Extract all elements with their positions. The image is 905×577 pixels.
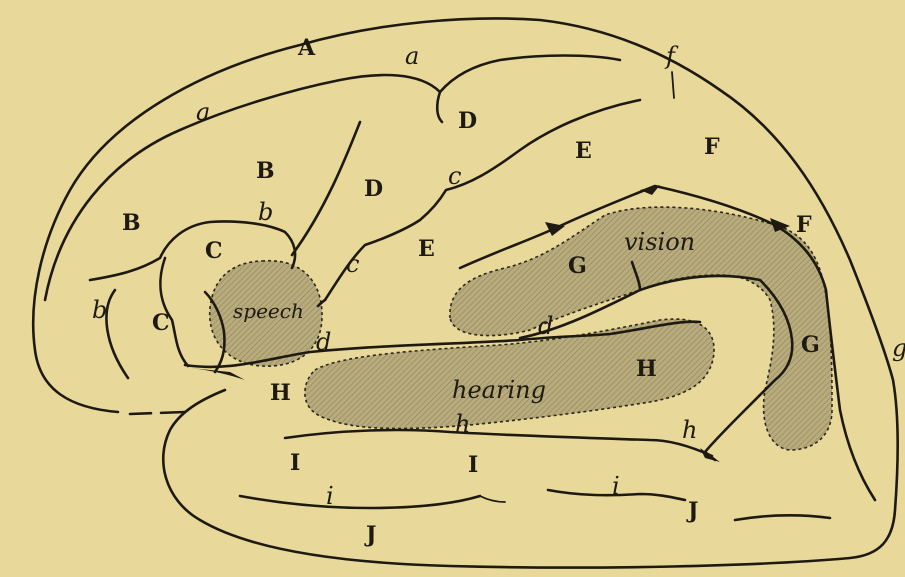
label-speech: speech [233, 299, 304, 323]
sulcus-i-right: i [612, 472, 620, 500]
label-hearing: hearing [452, 376, 546, 404]
sulcus-d-left: d [316, 328, 331, 356]
region-F-upper: F [704, 134, 720, 160]
region-I-mid: I [468, 452, 478, 478]
sulcus-d-upper: d [538, 312, 553, 340]
sulcus-b-left: b [92, 296, 107, 324]
region-I-left: I [290, 450, 300, 476]
sulcus-b-upper: b [258, 198, 273, 226]
notch-h [700, 448, 720, 462]
sulcus-c-lower: c [346, 250, 359, 278]
region-A: A [297, 35, 316, 61]
region-F-right: F [796, 212, 812, 238]
region-E-lower: E [418, 236, 435, 262]
region-G-right: G [801, 332, 820, 358]
region-J-left: J [364, 522, 376, 548]
region-D-upper: D [458, 108, 477, 134]
sulcus-a-left: a [196, 98, 210, 126]
sulcus-a-top: a [405, 42, 419, 70]
label-vision: vision [624, 228, 695, 256]
sulcus-g: g [892, 334, 905, 362]
region-H-inner: H [636, 356, 657, 382]
sulcus-f: f [664, 42, 679, 70]
region-H-left: H [270, 380, 291, 406]
region-G-inner: G [568, 253, 587, 279]
region-C-upper: C [205, 238, 223, 264]
sulcus-h-right: h [682, 416, 697, 444]
region-B-left: B [122, 210, 141, 236]
region-B-upper: B [256, 158, 275, 184]
region-D-mid: D [364, 176, 383, 202]
sulcus-h-mid: h [455, 410, 470, 438]
region-J-right: J [686, 498, 698, 524]
region-E-upper: E [575, 138, 592, 164]
sulcus-i-left: i [326, 482, 334, 510]
sulcus-c-upper: c [448, 162, 461, 190]
notch-top-vision [640, 185, 660, 195]
region-C-lower: C [152, 310, 170, 336]
